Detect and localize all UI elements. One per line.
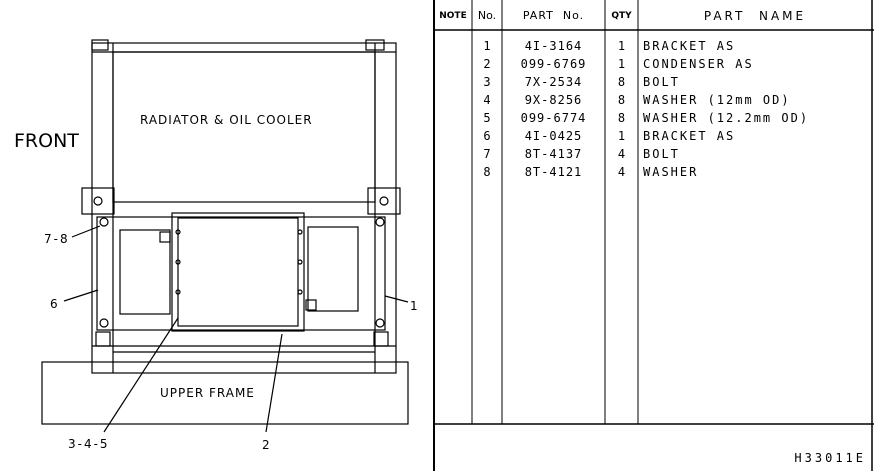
- row-1-part: 4I-3164: [524, 39, 583, 53]
- callout-7-8: 7-8: [44, 232, 70, 246]
- row-3-part: 7X-2534: [524, 75, 583, 89]
- row-5-name: WASHER (12.2mm OD): [643, 111, 810, 125]
- row-2-part: 099-6769: [520, 57, 587, 71]
- header-no: No.: [477, 9, 497, 22]
- callout-3-4-5: 3-4-5: [68, 437, 110, 451]
- upper-frame: [41, 361, 409, 425]
- bracket-assembly: [96, 216, 386, 331]
- row-8-no: 8: [483, 165, 491, 179]
- callout-6: 6: [50, 297, 58, 311]
- row-5-part: 099-6774: [520, 111, 587, 125]
- header-part-name: PART NAME: [703, 8, 807, 23]
- row-1-qty: 1: [617, 39, 626, 53]
- row-6-part: 4I-0425: [524, 129, 583, 143]
- row-6-name: BRACKET AS: [643, 129, 736, 143]
- table-grid: [433, 0, 874, 471]
- row-7-part: 8T-4137: [524, 147, 583, 161]
- parts-list-table: NOTE No. PART No. QTY PART NAME 1 4I-316…: [432, 0, 874, 471]
- row-3-qty: 8: [617, 75, 626, 89]
- row-8-part: 8T-4121: [524, 165, 583, 179]
- row-8-name: WASHER: [643, 165, 699, 179]
- row-4-name: WASHER (12mm OD): [643, 93, 791, 107]
- row-5-no: 5: [483, 111, 491, 125]
- row-2-qty: 1: [617, 57, 626, 71]
- row-2-name: CONDENSER AS: [643, 57, 754, 71]
- header-part-no: PART No.: [522, 9, 585, 22]
- radiator-core: [112, 51, 376, 203]
- row-1-name: BRACKET AS: [643, 39, 736, 53]
- row-4-qty: 8: [617, 93, 626, 107]
- row-1-no: 1: [483, 39, 491, 53]
- row-3-name: BOLT: [643, 75, 680, 89]
- callout-1: 1: [410, 299, 418, 313]
- callout-2: 2: [262, 438, 270, 452]
- condenser: [171, 212, 305, 332]
- header-note: NOTE: [439, 10, 467, 21]
- row-7-qty: 4: [617, 147, 626, 161]
- radiator-label: RADIATOR & OIL COOLER: [140, 113, 313, 127]
- side-bracket-right: [367, 187, 401, 215]
- row-6-qty: 1: [617, 129, 626, 143]
- row-6-no: 6: [483, 129, 491, 143]
- parts-diagram: FRONT RADIATOR & OIL COOLER UPPER FRAME …: [14, 39, 418, 452]
- row-2-no: 2: [483, 57, 491, 71]
- row-4-no: 4: [483, 93, 491, 107]
- side-bracket-left: [81, 187, 115, 215]
- row-7-name: BOLT: [643, 147, 680, 161]
- row-7-no: 7: [483, 147, 491, 161]
- row-4-part: 9X-8256: [524, 93, 583, 107]
- document-code: H33011E: [794, 451, 866, 465]
- row-8-qty: 4: [617, 165, 626, 179]
- header-qty: QTY: [611, 10, 632, 21]
- front-label: FRONT: [14, 130, 79, 152]
- radiator-outer-frame: [91, 42, 397, 374]
- row-5-qty: 8: [617, 111, 626, 125]
- upper-frame-label: UPPER FRAME: [160, 386, 255, 400]
- row-3-no: 3: [483, 75, 491, 89]
